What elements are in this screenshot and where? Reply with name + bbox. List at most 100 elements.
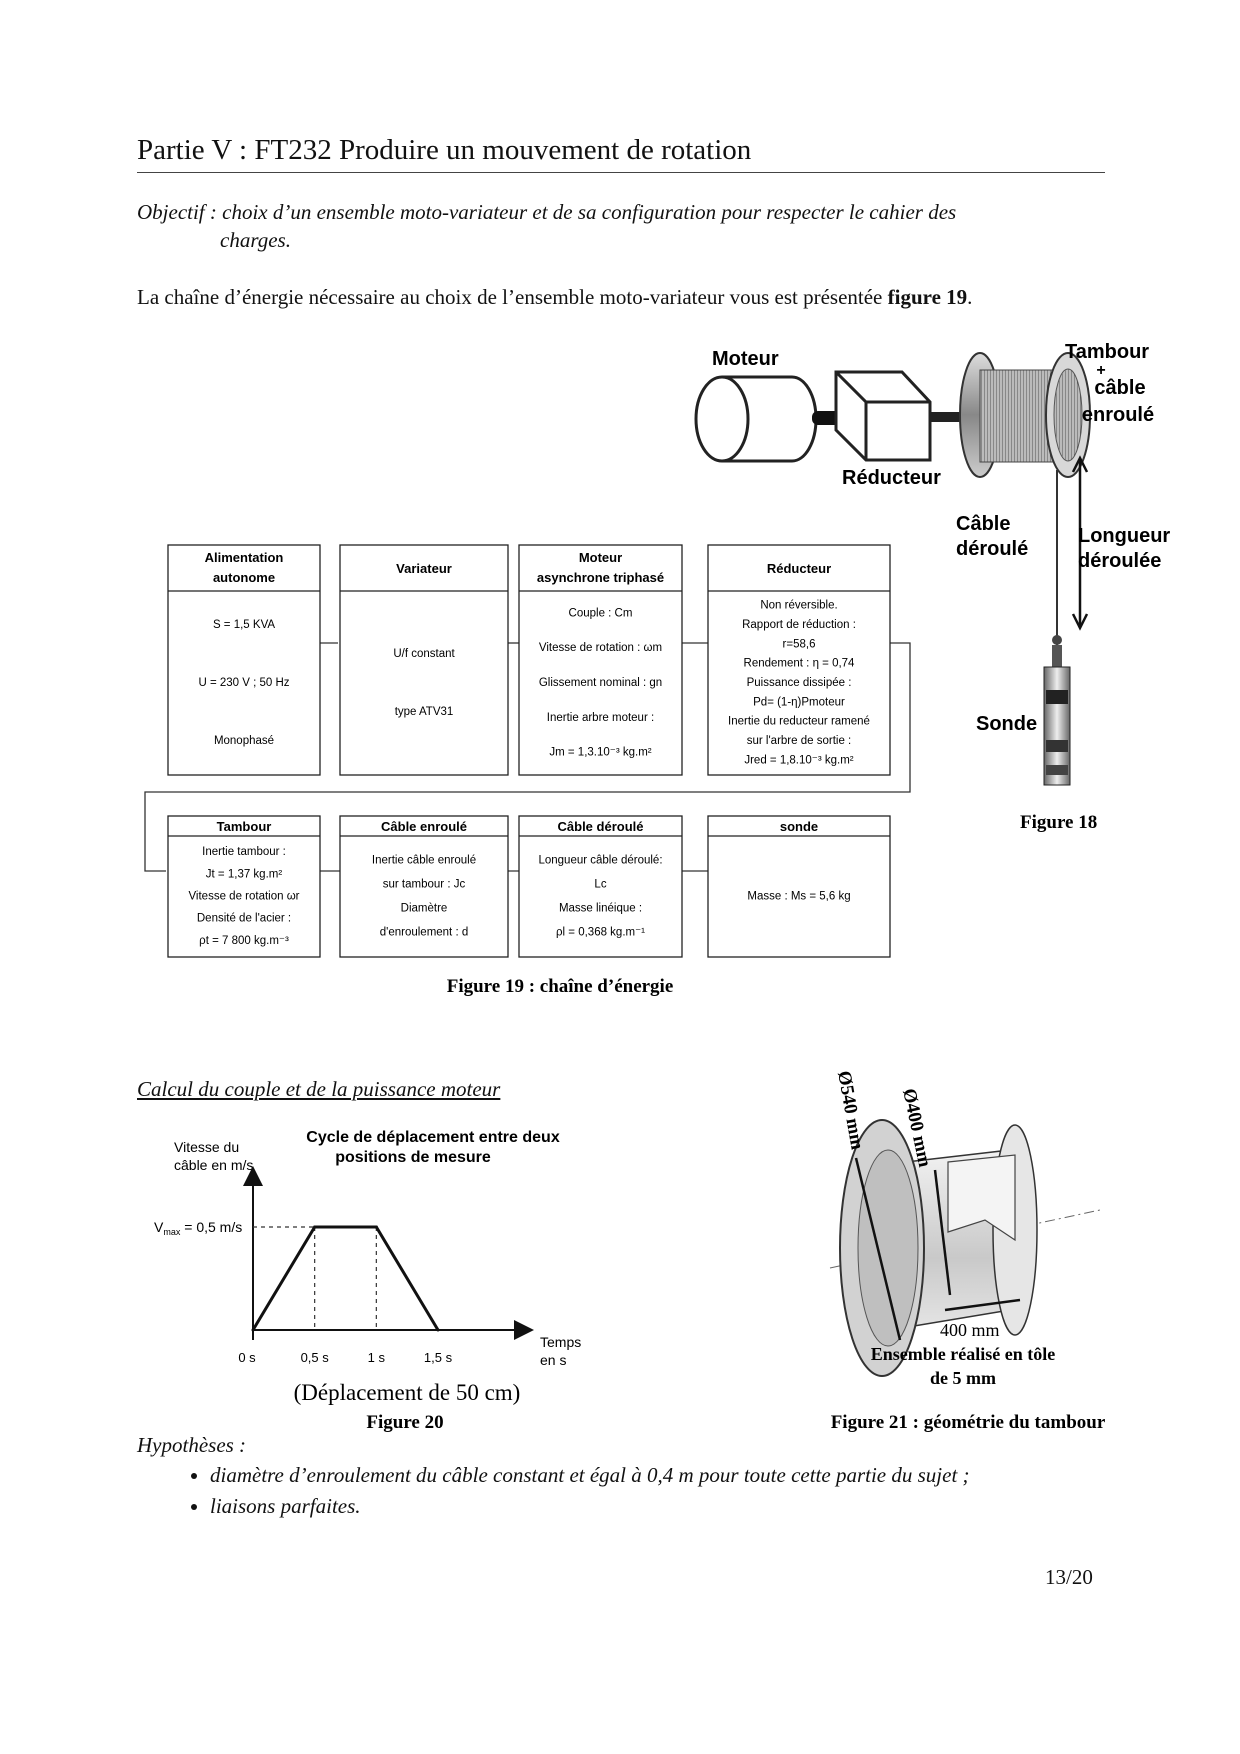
label-cable: câble — [1094, 377, 1145, 399]
chart-vmax-label: Vmax = 0,5 m/s — [154, 1219, 242, 1237]
chain-block-line: Jt = 1,37 kg.m² — [206, 868, 283, 880]
chain-block-line: Masse linéique : — [559, 903, 642, 915]
intro-end: . — [967, 285, 973, 309]
chain-block-line: ρt = 7 800 kg.m⁻³ — [199, 935, 289, 947]
chain-block-line: Vitesse de rotation ωr — [188, 891, 299, 903]
chain-block-line: Diamètre — [401, 903, 448, 915]
label-tambour: Tambour — [1065, 341, 1149, 363]
page-number: 13/20 — [1045, 1565, 1093, 1589]
chain-block-line: Monophasé — [214, 735, 274, 747]
chain-block-line: Non réversible. — [760, 600, 837, 612]
chain-block-line: ρl = 0,368 kg.m⁻¹ — [556, 927, 645, 939]
chain-block-title: Réducteur — [767, 561, 831, 576]
chain-block-line: Couple : Cm — [569, 607, 633, 619]
chain-block-line: Longueur câble déroulé: — [538, 855, 662, 867]
chain-block-line: sur l'arbre de sortie : — [747, 735, 851, 747]
figure20-caption: Figure 20 — [366, 1412, 443, 1433]
figure18-caption: Figure 18 — [1020, 812, 1097, 833]
label-reducteur: Réducteur — [842, 467, 941, 489]
objective-label: Objectif : — [137, 200, 217, 224]
chain-block-line: Inertie câble enroulé — [372, 855, 476, 867]
label-cable-deroule-2: déroulé — [956, 538, 1028, 560]
chain-links — [144, 642, 911, 872]
section-title: Partie V : FT232 Produire un mouvement d… — [137, 134, 752, 166]
label-enroule: enroulé — [1082, 404, 1154, 426]
chain-block-line: Rapport de réduction : — [742, 619, 856, 631]
velocity-point — [374, 1225, 378, 1229]
dimension-540: Ø540 mm — [833, 1069, 868, 1151]
figure21-caption: Figure 21 : géométrie du tambour — [831, 1412, 1106, 1433]
chain-block-1-row1: Alimentation autonome S = 1,5 KVA U = 230 V… — [167, 544, 321, 776]
chain-block-line: Inertie tambour : — [202, 846, 286, 858]
label-longueur-1: Longueur — [1078, 525, 1170, 547]
drum-dimension-lines — [854, 1157, 1021, 1341]
chart-title-1: Cycle de déplacement entre deux — [306, 1129, 560, 1146]
chart-xlabel-1: Temps — [540, 1334, 581, 1350]
label-longueur-2: déroulée — [1078, 550, 1161, 572]
chain-block-title: asynchrone triphasé — [537, 570, 664, 585]
chain-block-line: U = 230 V ; 50 Hz — [198, 677, 289, 689]
intro-text: La chaîne d’énergie nécessaire au choix … — [137, 285, 883, 309]
chart-tick-label: 1,5 s — [424, 1350, 453, 1365]
hypotheses-list: diamètre d’enroulement du câble constant… — [155, 1460, 970, 1522]
velocity-point — [251, 1328, 255, 1332]
drum-shape — [959, 352, 1091, 478]
title-rule — [137, 172, 1105, 173]
length-arrow — [1071, 455, 1089, 631]
chain-block-line: Inertie du reducteur ramené — [728, 716, 870, 728]
chain-block-line: Puissance dissipée : — [747, 677, 852, 689]
chain-block-line: Densité de l'acier : — [197, 913, 291, 925]
velocity-point — [436, 1328, 440, 1332]
chart-tick-label: 0 s — [238, 1350, 256, 1365]
chain-block-line: Jm = 1,3.10⁻³ kg.m² — [549, 747, 651, 759]
chain-block-line: Lc — [594, 879, 606, 891]
chain-block-title: Variateur — [396, 561, 452, 576]
probe-shape — [1043, 635, 1071, 786]
objective: Objectif : choix d’un ensemble moto-vari… — [137, 198, 1105, 254]
chain-block-line: type ATV31 — [395, 706, 454, 718]
chain-block-line: S = 1,5 KVA — [213, 619, 275, 631]
chain-block-title: Câble déroulé — [558, 819, 644, 834]
chart-tick-label: 0,5 s — [301, 1350, 330, 1365]
objective-text-line1: choix d’un ensemble moto-variateur et de… — [222, 200, 957, 224]
chain-block-title: Moteur — [579, 550, 622, 565]
label-moteur: Moteur — [712, 348, 779, 370]
hypothesis-item: liaisons parfaites. — [210, 1491, 970, 1522]
chain-block-title: autonome — [213, 570, 275, 585]
figure19-caption: Figure 19 : chaîne d’énergie — [447, 976, 674, 997]
chain-block-line: Inertie arbre moteur : — [547, 712, 654, 724]
reducer-shape — [834, 370, 962, 462]
hypotheses-label: Hypothèses : — [137, 1433, 247, 1457]
velocity-series-line — [251, 1225, 440, 1331]
label-cable-deroule-1: Câble — [956, 513, 1010, 535]
chain-block-title: Tambour — [217, 819, 272, 834]
chain-block-line: Glissement nominal : gn — [539, 677, 662, 689]
chart-tick-label: 1 s — [368, 1350, 386, 1365]
chain-block-line: d'enroulement : d — [380, 927, 469, 939]
chain-block-line: sur tambour : Jc — [383, 879, 466, 891]
chart-title-2: positions de mesure — [335, 1149, 491, 1166]
intro-paragraph: La chaîne d’énergie nécessaire au choix … — [137, 285, 972, 310]
drum-note-1: Ensemble réalisé en tôle — [871, 1344, 1055, 1364]
chain-block-line: Pd= (1-η)Pmoteur — [753, 696, 845, 708]
chart-guides — [253, 1226, 377, 1330]
velocity-point — [313, 1225, 317, 1229]
intro-figure-ref: figure 19 — [887, 285, 968, 309]
chain-block-title: Câble enroulé — [381, 819, 467, 834]
chain-block-line: Masse : Ms = 5,6 kg — [747, 891, 850, 903]
chain-block-title: Alimentation — [205, 550, 284, 565]
chain-block-line: Jred = 1,8.10⁻³ kg.m² — [744, 754, 853, 766]
chain-block-title: sonde — [780, 819, 818, 834]
label-sonde: Sonde — [976, 713, 1037, 735]
label-plus: + — [1096, 362, 1105, 379]
